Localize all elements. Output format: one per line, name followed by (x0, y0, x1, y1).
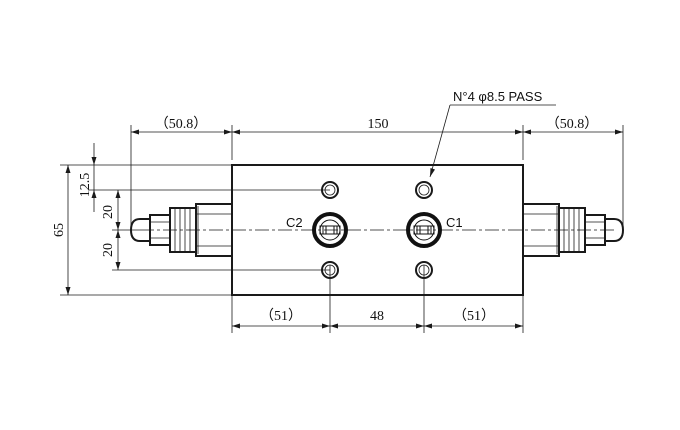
mounting-hole-bottom-right (415, 261, 433, 279)
dim-top-offset: 12.5 (78, 173, 93, 198)
dim-overall-height: 65 (52, 223, 67, 237)
port-c1 (406, 212, 442, 248)
dim-bottom-right: （51） (453, 308, 495, 324)
dim-upper-spacing: 20 (101, 205, 116, 219)
dim-lower-spacing: 20 (101, 243, 116, 257)
port-c2 (312, 212, 348, 248)
left-fitting (129, 203, 233, 257)
mounting-hole-bottom-left (321, 261, 339, 279)
dim-bottom-middle: 48 (370, 309, 384, 324)
hole-note: N°4 φ8.5 PASS (453, 89, 543, 104)
dim-body-width: 150 (368, 117, 389, 132)
right-fitting (522, 203, 625, 257)
dim-bottom-left: （51） (260, 308, 302, 324)
port-c1-label: C1 (446, 215, 463, 230)
left-dimensions (60, 143, 330, 296)
bottom-dimensions (231, 265, 524, 333)
mounting-holes (321, 181, 433, 279)
mounting-hole-top-right (415, 181, 433, 199)
mounting-hole-top-left (321, 181, 339, 199)
dim-right-fitting: （50.8） (546, 116, 599, 132)
port-c2-label: C2 (286, 215, 303, 230)
dim-left-fitting: （50.8） (155, 116, 208, 132)
top-dimensions (130, 125, 624, 230)
hole-note-leader (429, 104, 556, 178)
